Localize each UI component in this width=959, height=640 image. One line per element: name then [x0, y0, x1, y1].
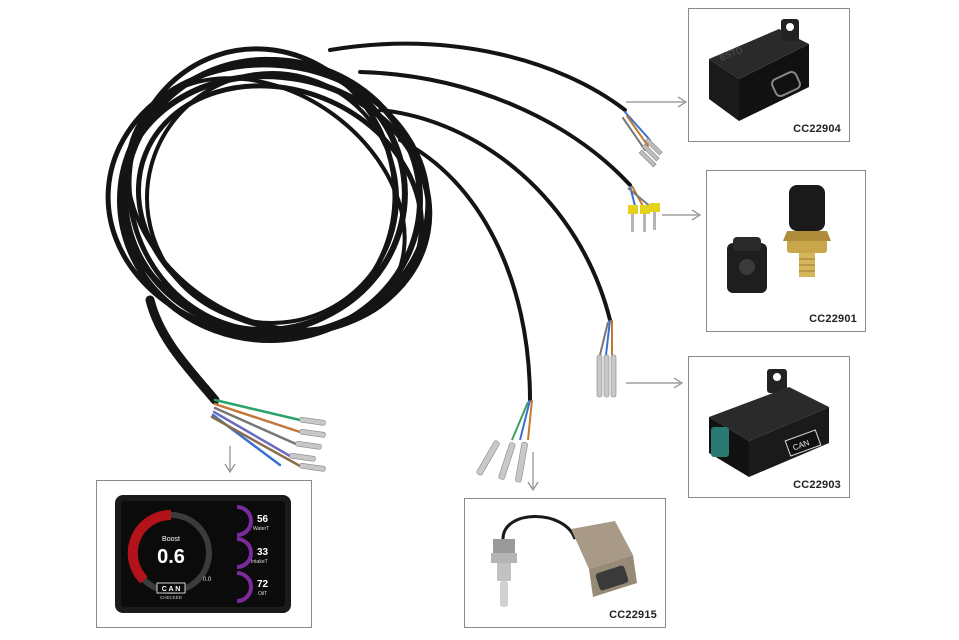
arrow-to-cc22903 — [626, 377, 684, 389]
gauge-min: 0.0 — [203, 577, 212, 583]
readout-value: 72 — [257, 579, 269, 590]
gauge-value: 0.6 — [157, 546, 185, 568]
temp-sensor-cc22915-image — [491, 515, 637, 607]
readout-label: IntakeT — [251, 559, 268, 565]
readout-label: WaterT — [253, 526, 269, 532]
product-code: CC22901 — [809, 313, 857, 325]
arrow-to-cc22915 — [527, 452, 539, 492]
arrow-to-display — [224, 446, 236, 474]
arrow-to-cc22904 — [626, 96, 688, 108]
display-box: Boost 0.6 0.0 C A N CHECKED 56 WaterT 33… — [96, 480, 312, 628]
product-code: CC22903 — [793, 479, 841, 491]
product-box-cc22904: BSTD CC22904 — [688, 8, 850, 142]
product-box-cc22901: CC22901 — [706, 170, 866, 332]
arrow-to-cc22901 — [662, 209, 702, 221]
brand-sub-text: CHECKED — [160, 595, 183, 600]
brand-logo-text: C A N — [162, 586, 181, 593]
product-code: CC22904 — [793, 123, 841, 135]
module-cc22904-image: BSTD — [709, 19, 809, 121]
product-code: CC22915 — [609, 609, 657, 621]
gauge-label: Boost — [162, 536, 180, 543]
readout-label: OilT — [258, 591, 267, 597]
pressure-sensor-cc22901-image — [727, 185, 831, 293]
product-box-cc22915: CC22915 — [464, 498, 666, 628]
readout-value: 33 — [257, 547, 269, 558]
module-cc22903-image: CAN — [709, 369, 829, 477]
can-checked-display-image: Boost 0.6 0.0 C A N CHECKED 56 WaterT 33… — [115, 495, 291, 613]
readout-value: 56 — [257, 514, 269, 525]
product-box-cc22903: CAN CC22903 — [688, 356, 850, 498]
